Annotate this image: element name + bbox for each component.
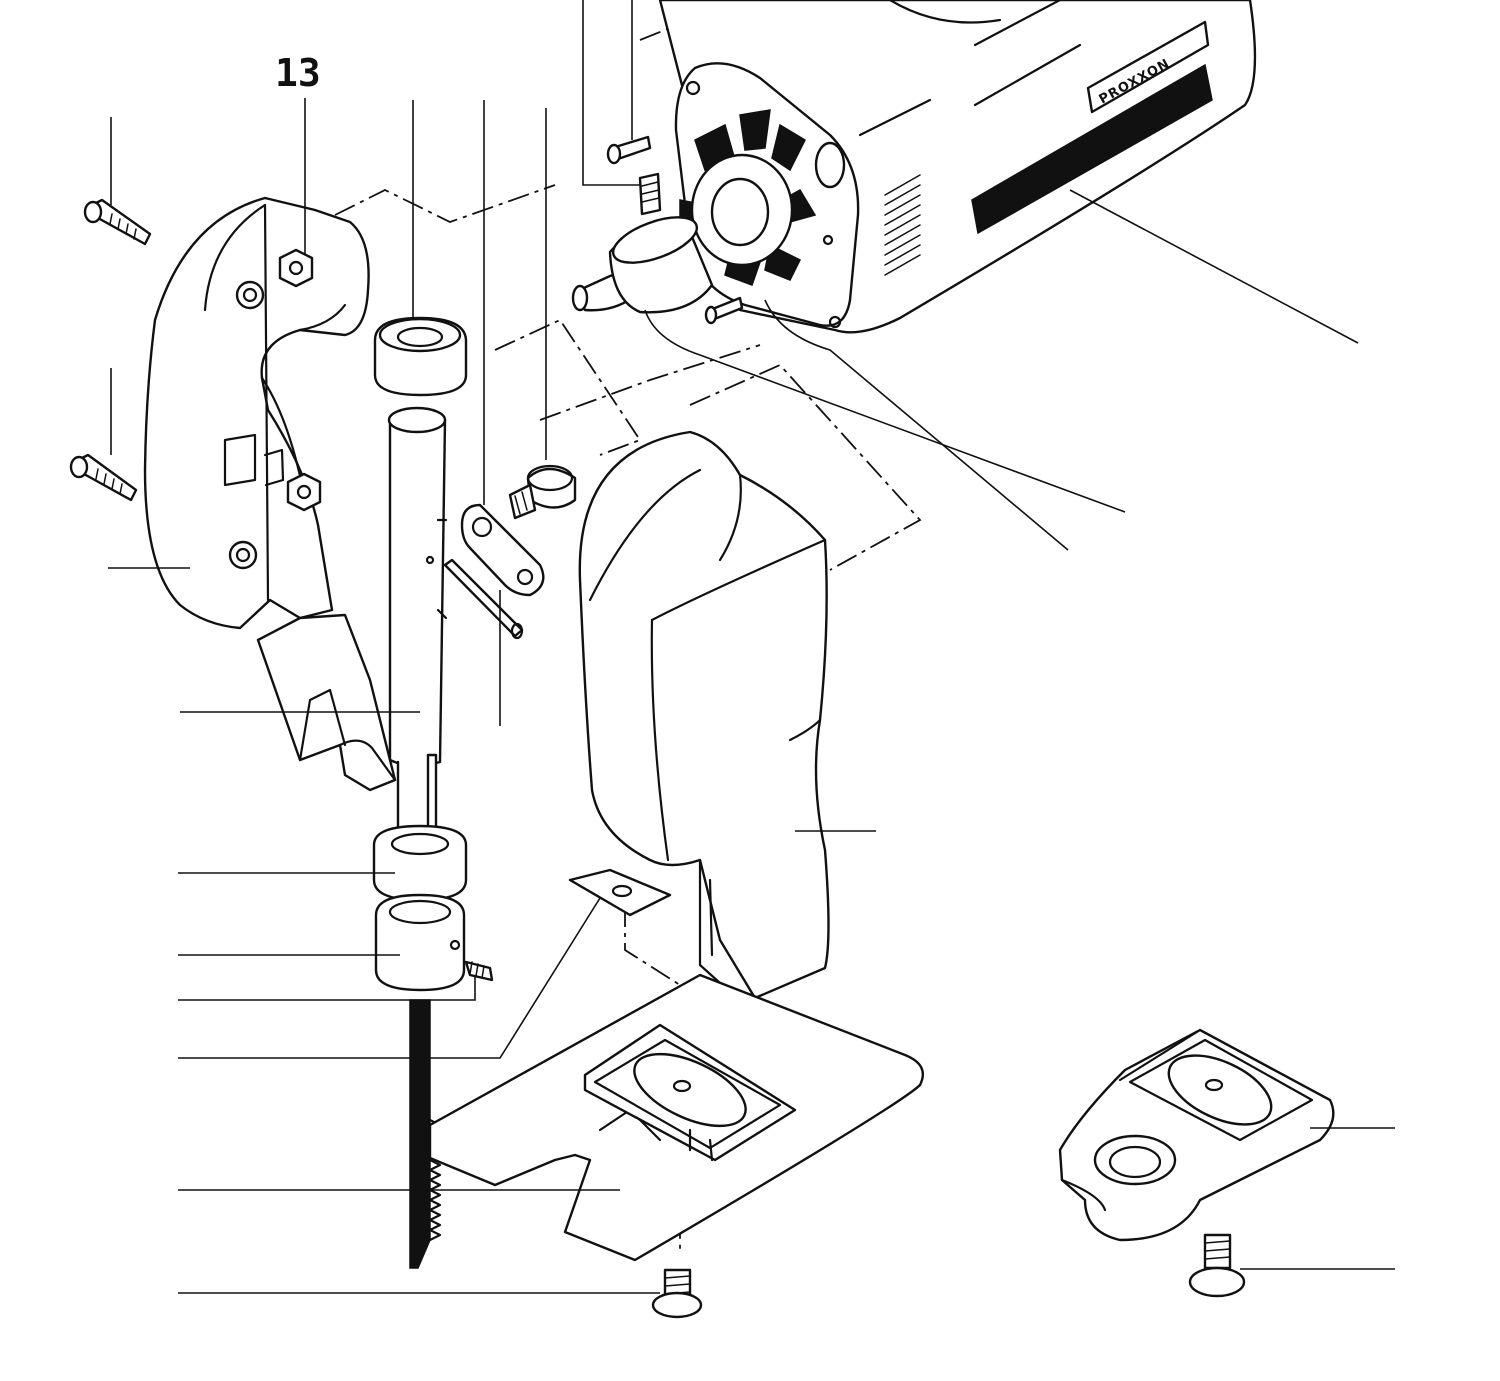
washer-plate (568, 868, 672, 917)
base-plate (428, 973, 925, 1262)
base-shoe-right (1058, 1028, 1335, 1242)
motor-screws (606, 135, 744, 325)
saw-blade (409, 999, 431, 1269)
label-strip (971, 63, 1213, 235)
callout-number: 13 (275, 51, 321, 95)
cover-housing (578, 430, 830, 1012)
lever-parts (443, 464, 577, 640)
motor-housing: PROXXON (658, 0, 1257, 334)
vent-slots (884, 174, 921, 276)
eccentric-shaft (571, 216, 714, 314)
housing-half-left (143, 196, 397, 792)
base-screws (651, 1233, 1246, 1319)
housing-screws (69, 198, 152, 502)
leader-lines (108, 0, 1395, 1294)
